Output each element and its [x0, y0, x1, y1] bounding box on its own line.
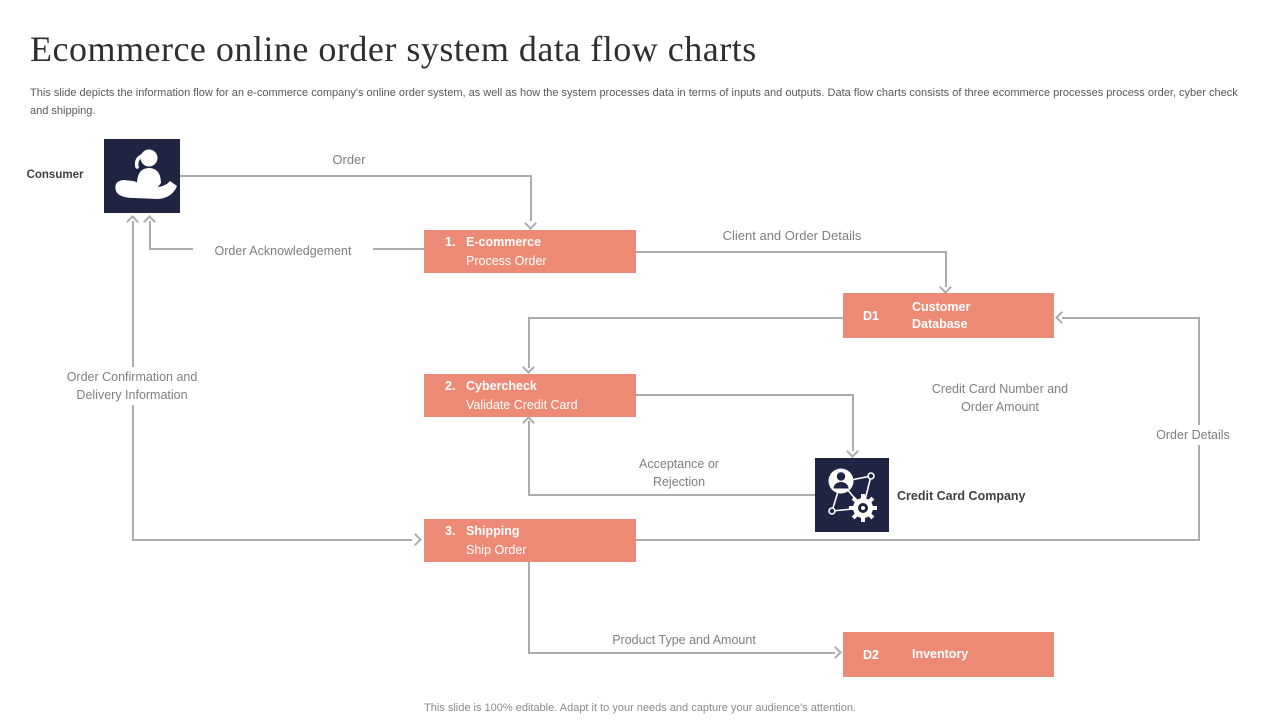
- slide-description: This slide depicts the information flow …: [30, 87, 1238, 117]
- flow-label-client-and-order-details: Client and Order Details: [692, 226, 892, 247]
- flow-line-orderdetails-bottom: [636, 539, 1200, 541]
- flow-label-order-acknowledgement: Order Acknowledgement: [193, 241, 373, 262]
- person-gear-network-icon: [828, 468, 877, 522]
- flow-line-client-v: [945, 251, 947, 287]
- datastore-name: Inventory: [912, 647, 969, 661]
- flow-line-ack-v: [149, 221, 151, 250]
- flow-line-accept-h: [528, 494, 815, 496]
- person-in-hand-icon: [115, 149, 177, 199]
- flow-label-order-details: Order Details: [1142, 425, 1244, 446]
- datastore-box-customer-database[interactable]: D1 Customer Database: [843, 293, 1054, 338]
- flow-label-order: Order: [309, 150, 389, 171]
- flow-line-inventory-v: [528, 562, 530, 654]
- flow-line-d1cyber-h: [528, 317, 843, 319]
- datastore-box-inventory[interactable]: D2 Inventory: [843, 632, 1054, 677]
- flow-line-order-h: [180, 175, 532, 177]
- consumer-entity-box[interactable]: [104, 139, 180, 213]
- process-name: Cybercheck: [466, 378, 537, 393]
- flow-line-client-h: [636, 251, 946, 253]
- page-title: Ecommerce online order system data flow …: [30, 29, 757, 69]
- process-name: E-commerce: [466, 234, 542, 249]
- consumer-label: Consumer: [26, 169, 84, 181]
- credit-card-company-label: Credit Card Company: [897, 489, 1026, 503]
- arrowhead-up-icon: [143, 215, 156, 228]
- process-subtitle: Validate Credit Card: [466, 397, 578, 412]
- datastore-id: D2: [863, 647, 879, 662]
- flow-line-accept-v: [528, 421, 530, 495]
- arrowhead-down-icon: [939, 281, 952, 294]
- flow-label-product-type-and-amount: Product Type and Amount: [594, 630, 774, 651]
- datastore-name: Customer Database: [912, 299, 971, 331]
- flow-line-ccnum-v: [852, 394, 854, 451]
- arrowhead-up-icon: [522, 416, 535, 429]
- flow-line-orderdetails-top: [1062, 317, 1200, 319]
- arrowhead-down-icon: [524, 217, 537, 230]
- arrowhead-right-icon: [409, 533, 422, 546]
- process-subtitle: Process Order: [466, 253, 547, 268]
- process-box-cybercheck[interactable]: 2. Cybercheck Validate Credit Card: [424, 374, 636, 417]
- process-subtitle: Ship Order: [466, 542, 527, 557]
- arrowhead-down-icon: [846, 445, 859, 458]
- process-name: Shipping: [466, 523, 520, 538]
- arrowhead-right-icon: [829, 646, 842, 659]
- process-box-ecommerce[interactable]: 1. E-commerce Process Order: [424, 230, 636, 273]
- flow-line-d1cyber-v: [528, 317, 530, 368]
- slide-footer-note: This slide is 100% editable. Adapt it to…: [424, 702, 856, 714]
- flow-label-acceptance-or-rejection: Acceptance or Rejection: [624, 454, 734, 493]
- flow-line-inventory-h: [528, 652, 835, 654]
- flow-line-ccnum-h: [636, 394, 854, 396]
- flow-line-order-v: [530, 175, 532, 221]
- credit-card-company-entity-box[interactable]: [815, 458, 889, 532]
- datastore-id: D1: [863, 308, 879, 323]
- flow-label-order-confirmation: Order Confirmation and Delivery Informat…: [47, 367, 217, 406]
- flow-label-credit-card-number: Credit Card Number and Order Amount: [915, 379, 1085, 418]
- process-box-shipping[interactable]: 3. Shipping Ship Order: [424, 519, 636, 562]
- arrowhead-up-icon: [126, 215, 139, 228]
- process-number: 1.: [445, 234, 456, 249]
- process-number: 2.: [445, 378, 456, 393]
- flow-line-conf-h: [132, 539, 412, 541]
- arrowhead-down-icon: [522, 361, 535, 374]
- process-number: 3.: [445, 523, 456, 538]
- arrowhead-left-icon: [1055, 311, 1068, 324]
